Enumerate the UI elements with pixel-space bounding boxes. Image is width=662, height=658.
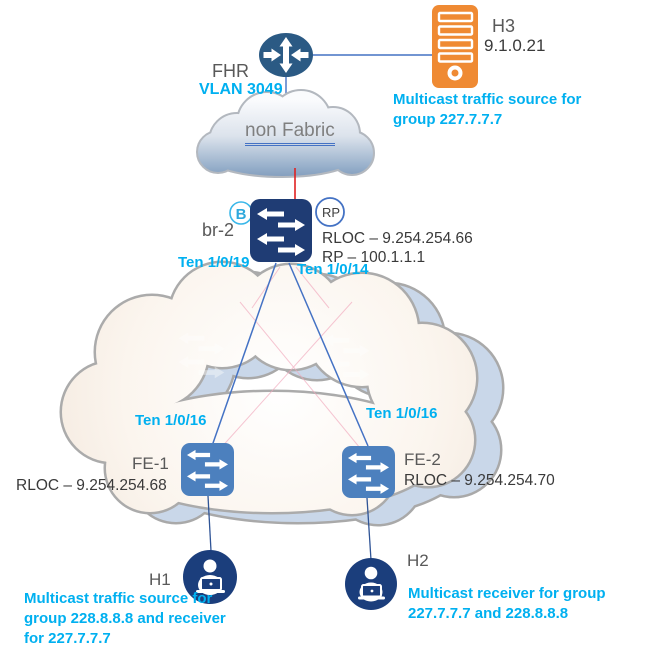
router-icon	[259, 33, 313, 77]
non-fabric-cloud-label: non Fabric	[245, 120, 335, 146]
br2-label: br-2	[202, 220, 235, 240]
fe1-label: FE-1	[132, 454, 169, 473]
h1-person-icon	[183, 550, 237, 604]
h1-note-line1: Multicast traffic source for	[24, 590, 213, 607]
fhr-vlan-label: VLAN 3049	[199, 81, 283, 98]
h2-label: H2	[407, 551, 429, 570]
fe1-rloc-label: RLOC – 9.254.254.68	[16, 477, 167, 494]
fe1-switch-icon	[181, 443, 234, 496]
interface-label-br2-left: Ten 1/0/19	[178, 254, 250, 271]
h1-note-line3: for 227.7.7.7	[24, 630, 111, 647]
border-badge: B	[229, 201, 253, 225]
interface-label-fe1: Ten 1/0/16	[135, 412, 207, 429]
rp-badge: RP	[315, 197, 345, 227]
link-br2-fe1	[211, 262, 277, 447]
h2-note-line1: Multicast receiver for group	[408, 585, 606, 602]
fe2-label: FE-2	[404, 450, 441, 469]
h1-note-line2: group 228.8.8.8 and receiver	[24, 610, 226, 627]
h1-note: Multicast traffic source for group 228.8…	[24, 589, 226, 649]
fe2-rloc-label: RLOC – 9.254.254.70	[404, 472, 555, 489]
h2-person-icon	[345, 558, 397, 610]
interface-label-br2-right: Ten 1/0/14	[297, 261, 369, 278]
link-fe1-h1	[207, 495, 212, 552]
rp-badge-text: RP	[322, 205, 340, 220]
pink-path-lines	[218, 266, 361, 451]
h3-note-line2: group 227.7.7.7	[393, 111, 503, 128]
br2-rloc-label: RLOC – 9.254.254.66	[322, 230, 473, 247]
fhr-label: FHR	[212, 61, 249, 81]
br2-switch-icon	[250, 199, 312, 262]
interface-label-fe2: Ten 1/0/16	[366, 405, 438, 422]
h3-label: H3	[492, 16, 516, 36]
h1-label: H1	[149, 570, 171, 589]
h2-note: Multicast receiver for group 227.7.7.7 a…	[408, 584, 606, 624]
h3-ip-label: 9.1.0.21	[484, 36, 546, 55]
fe2-switch-icon	[342, 446, 395, 498]
h3-note-line1: Multicast traffic source for	[393, 91, 582, 108]
server-icon	[432, 5, 478, 88]
h3-note: Multicast traffic source for group 227.7…	[393, 90, 581, 130]
border-badge-text: B	[236, 206, 247, 223]
h2-note-line2: 227.7.7.7 and 228.8.8.8	[408, 605, 569, 622]
br2-rp-label: RP – 100.1.1.1	[322, 249, 426, 266]
link-br2-fe2	[288, 262, 369, 447]
link-fe2-h2	[366, 497, 372, 561]
